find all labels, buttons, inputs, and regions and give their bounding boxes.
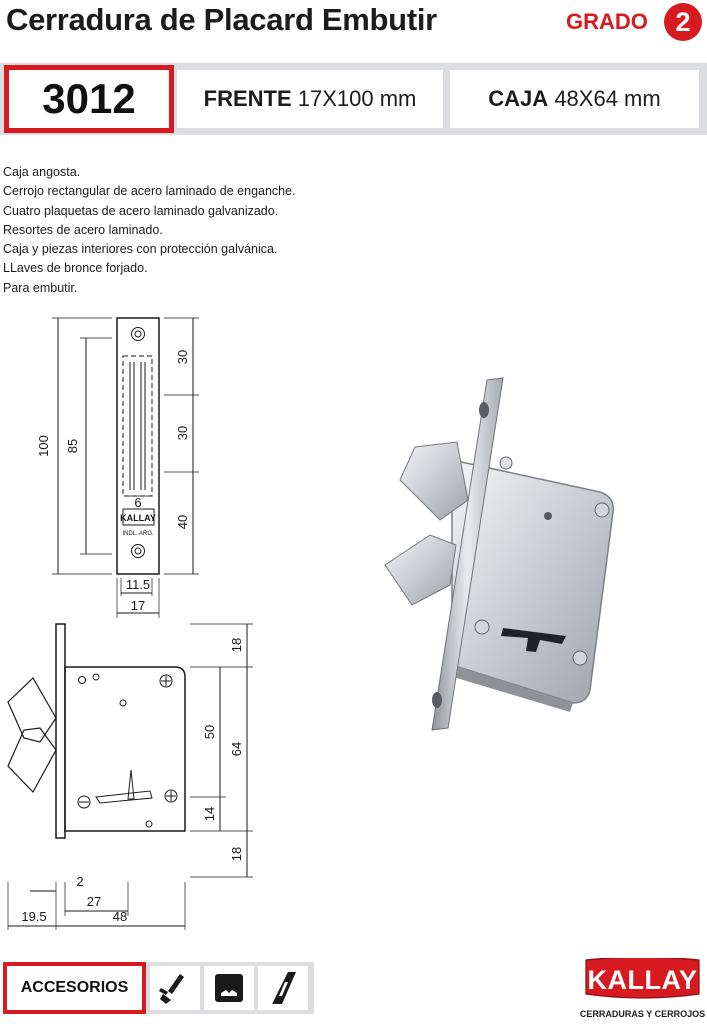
photo-lower-hook: [384, 534, 457, 606]
bolt-cavity: [122, 355, 153, 497]
frente-label: FRENTE: [203, 86, 292, 111]
dim-key-to-bottom: 14: [202, 807, 217, 821]
screw-hole-top: [131, 327, 145, 341]
dim-inner-width: 11.5: [126, 577, 150, 592]
screw-hole-bottom-inner: [134, 547, 142, 555]
photo-screw: [572, 650, 588, 666]
faceplate-outline: [116, 317, 160, 575]
photo-screw: [594, 502, 610, 518]
feature-item: Cuatro plaquetas de acero laminado galva…: [3, 203, 279, 218]
kallay-logo-text: KALLAY: [587, 965, 698, 995]
screwdriver-icon: [150, 966, 200, 1010]
photo-case-edge: [450, 665, 573, 712]
side-faceplate: [55, 623, 66, 839]
photo-keyhole: [501, 628, 566, 652]
dim-seg-bottom: 40: [175, 515, 190, 529]
feature-item: Para embutir.: [3, 280, 78, 295]
feature-item: Caja angosta.: [3, 165, 81, 179]
caja-label: CAJA: [488, 86, 549, 111]
dim-bolt-throw: 19.5: [21, 909, 46, 924]
dim-face-width: 17: [131, 598, 145, 613]
brand-stamp: KALLAY: [120, 513, 156, 523]
kallay-logo: [585, 958, 700, 999]
spec-caja: CAJA 48X64 mm: [450, 70, 699, 128]
dim-seg-mid: 30: [175, 426, 190, 440]
brand-stamp-box: [122, 508, 155, 526]
dim-bolt-width: 6: [134, 495, 141, 510]
page-title: Cerradura de Placard Embutir: [6, 2, 437, 37]
frente-value: 17X100 mm: [297, 86, 417, 111]
grade-label: GRADO: [566, 9, 648, 34]
brand-stamp-sub: INDL. ARG.: [122, 531, 154, 537]
upper-hook: [7, 677, 57, 743]
feature-item: Cerrojo rectangular de acero laminado de…: [3, 184, 296, 199]
side-box-outline: [64, 666, 186, 832]
photo-pin: [544, 512, 552, 520]
product-code: 3012: [4, 65, 174, 133]
dim-face-thickness: 2: [76, 874, 83, 889]
photo-screw: [474, 619, 490, 635]
feature-list: Caja angosta. Cerrojo rectangular de ace…: [3, 163, 296, 298]
caja-value: 48X64 mm: [554, 86, 661, 111]
technical-drawing: 100 85 30 30 40 6 KALLAY INDL. ARG. 11.5…: [7, 317, 253, 930]
dim-height-total: 100: [36, 435, 51, 457]
dim-bottom-margin: 18: [229, 847, 244, 861]
feature-item: LLaves de bronce forjado.: [3, 261, 148, 276]
dim-box-depth: 48: [113, 909, 127, 924]
dim-seg-top: 30: [175, 350, 190, 364]
strike-plate-icon: [258, 966, 308, 1010]
lower-hook: [7, 727, 57, 794]
feature-item: Caja y piezas interiores con protección …: [3, 242, 278, 257]
photo-lock-case: [451, 459, 614, 704]
photo-rivet: [499, 456, 513, 470]
product-photo: [384, 377, 614, 731]
dim-backset: 27: [87, 894, 101, 909]
dim-top-margin: 18: [229, 638, 244, 652]
photo-screw-hole-top: [479, 402, 489, 418]
feature-item: Resortes de acero laminado.: [3, 222, 163, 237]
brand-tagline: CERRADURAS Y CERROJOS: [579, 1009, 706, 1019]
dim-height-inner: 85: [65, 439, 80, 453]
spec-frente: FRENTE 17X100 mm: [177, 70, 443, 128]
grade-badge: 2: [664, 3, 702, 41]
photo-faceplate: [431, 377, 504, 731]
keyhole-plate-icon: [204, 966, 254, 1010]
screw-hole-top-inner: [134, 330, 142, 338]
photo-upper-hook: [399, 441, 469, 521]
screw-hole-bottom: [131, 544, 145, 558]
dim-key-to-top: 50: [202, 725, 217, 739]
dim-box-height: 64: [229, 742, 244, 756]
photo-screw-hole-bottom: [432, 692, 442, 708]
accessories-label: ACCESORIOS: [3, 962, 146, 1014]
